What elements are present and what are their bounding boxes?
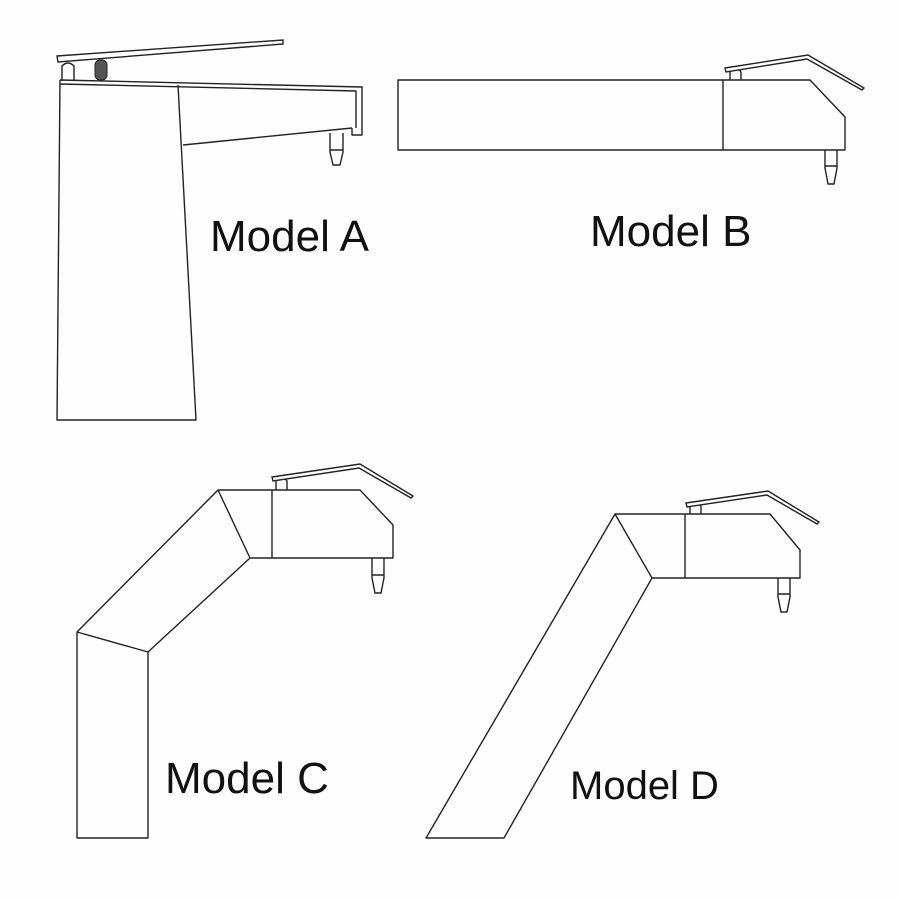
model-a-aerator [329, 133, 344, 166]
model-c-aerator [371, 558, 385, 594]
model-b-lever [724, 54, 866, 91]
model-a-knob [94, 59, 108, 81]
model-c-lever [271, 463, 415, 499]
model-d-aerator [777, 578, 791, 613]
model-c-drawing [76, 463, 415, 839]
model-a-lever [56, 39, 284, 63]
model-a-body [56, 79, 363, 421]
model-a-label: Model A [210, 212, 369, 261]
model-d-body [425, 513, 801, 839]
model-a-drawing [56, 39, 363, 421]
model-d-drawing [425, 490, 821, 839]
model-b-label: Model B [590, 207, 752, 256]
model-b-aerator [824, 150, 838, 185]
model-c-label: Model C [165, 754, 329, 803]
model-b-drawing [397, 54, 866, 185]
model-d-lever [685, 490, 821, 525]
model-c-body [76, 489, 394, 839]
model-a-pivot [61, 62, 75, 80]
model-b-body [397, 79, 846, 151]
model-d-label: Model D [570, 764, 719, 808]
